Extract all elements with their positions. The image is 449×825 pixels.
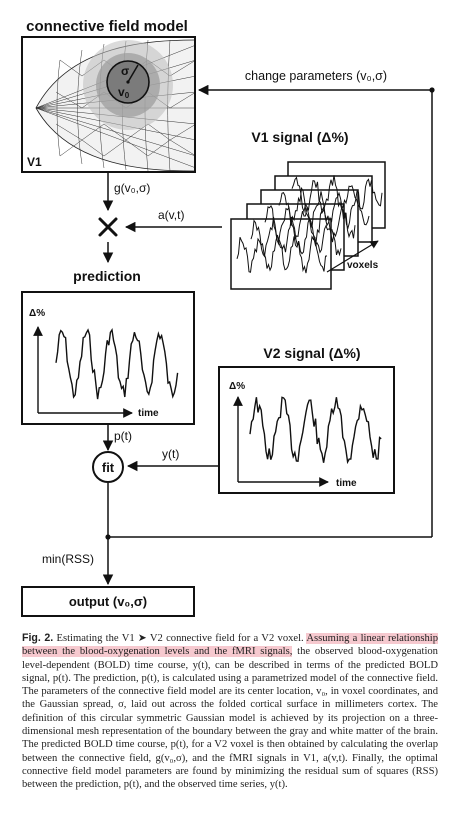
v2-y-label: Δ% (229, 381, 245, 392)
v1-voxel-trace (236, 234, 328, 274)
prediction-x-label: time (138, 408, 159, 419)
sigma-symbol: σ (121, 64, 129, 78)
multiply-icon (98, 217, 118, 237)
v2-signal-title: V2 signal (Δ%) (263, 345, 360, 361)
v2-x-label: time (336, 478, 357, 489)
fit-node: fit (92, 451, 124, 483)
caption-text-2: the observed blood-oxygenation level-dep… (22, 646, 438, 791)
v1-voxel-trace (264, 204, 356, 246)
prediction-trace (55, 327, 179, 400)
model-title: connective field model (26, 18, 188, 35)
v2-trace (249, 396, 382, 465)
output-label: output (v₀,σ) (69, 594, 147, 609)
v1-signal-stack (230, 161, 386, 290)
g-label: g(v₀,σ) (114, 181, 150, 195)
mesh-panel: σ v0 V1 (21, 36, 196, 173)
figure-caption: Fig. 2. Estimating the V1 ➤ V2 connectiv… (22, 632, 438, 792)
v1-label: V1 (27, 155, 42, 169)
v0-symbol: v0 (118, 85, 130, 100)
v1-voxel-trace (250, 216, 342, 258)
fit-label: fit (102, 460, 115, 475)
junction-dot-top (429, 87, 435, 93)
y-label: y(t) (162, 447, 179, 461)
a-label: a(v,t) (158, 208, 184, 222)
v1-voxel-trace (291, 175, 383, 215)
output-box: output (v₀,σ) (21, 586, 195, 617)
prediction-y-label: Δ% (29, 308, 45, 319)
prediction-panel: Δ% time (21, 291, 195, 425)
v2-signal-panel: Δ% time (218, 366, 395, 494)
figure-label: Fig. 2. (22, 632, 54, 644)
min-rss-label: min(RSS) (42, 552, 94, 566)
caption-text-1: Estimating the V1 ➤ V2 connective field … (53, 633, 307, 644)
v1-voxel-trace (278, 186, 370, 230)
v1-signal-title: V1 signal (Δ%) (251, 129, 348, 145)
feedback-loop (108, 84, 433, 538)
connective-field-diagram: connective field model σ v0 V1 (21, 18, 435, 617)
p-label: p(t) (114, 429, 132, 443)
voxels-label: voxels (347, 260, 379, 271)
v1-signal-traces (236, 175, 383, 274)
change-parameters-label: change parameters (v₀,σ) (245, 69, 387, 83)
prediction-title: prediction (73, 268, 141, 284)
